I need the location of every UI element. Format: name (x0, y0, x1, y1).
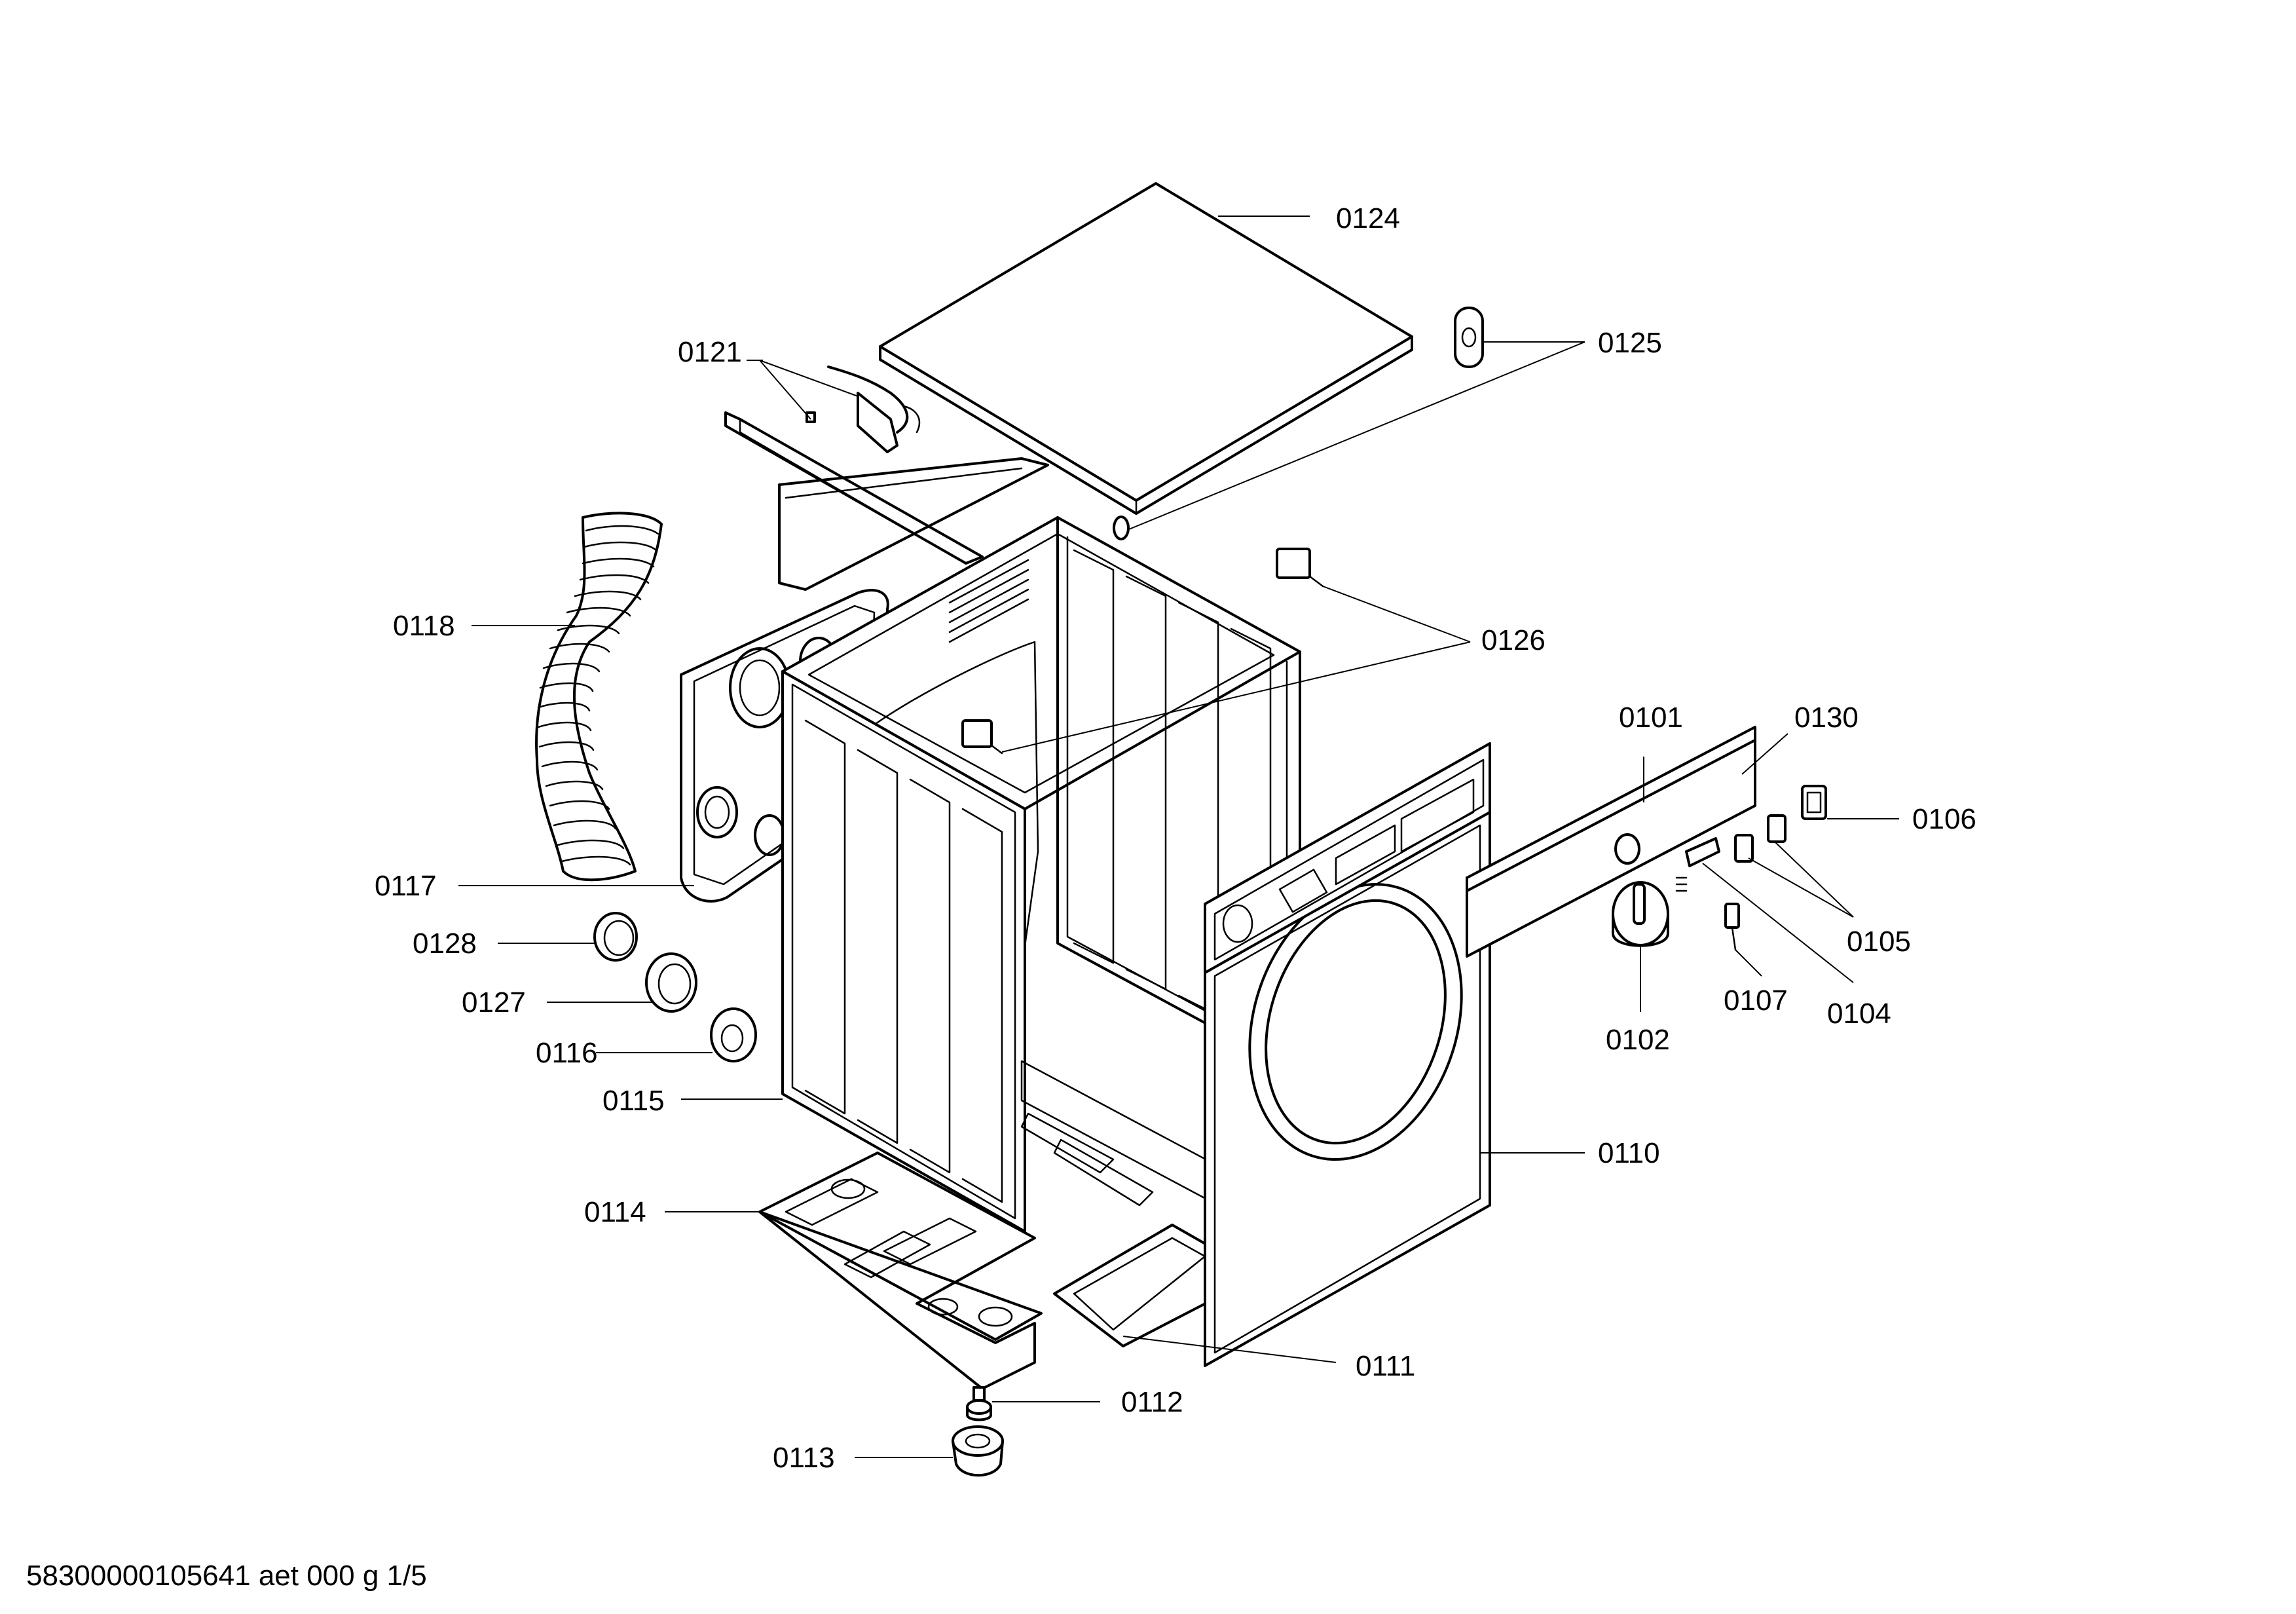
switch-button-part (1734, 814, 1787, 863)
hose-adapter-part (645, 952, 697, 1013)
label-0102: 0102 (1606, 1024, 1670, 1056)
selector-knob-part (1612, 881, 1669, 947)
label-0115: 0115 (602, 1085, 665, 1117)
hose-clamp-part (593, 912, 638, 962)
label-0128: 0128 (413, 928, 477, 960)
label-0117: 0117 (375, 870, 437, 902)
label-0112: 0112 (1121, 1386, 1183, 1418)
label-0118: 0118 (393, 610, 455, 642)
label-0111: 0111 (1356, 1350, 1415, 1382)
exhaust-hose-part (535, 512, 663, 882)
air-insert-part (710, 1007, 757, 1062)
front-panel-part (1204, 742, 1491, 1367)
connector-part (1724, 903, 1740, 951)
label-0130: 0130 (1794, 702, 1859, 734)
top-lid-part (879, 182, 1413, 515)
leader-lines (458, 216, 1899, 1458)
label-0127: 0127 (462, 986, 526, 1019)
label-0116: 0116 (536, 1037, 598, 1069)
display-module-part (1675, 837, 1720, 892)
label-0121: 0121 (678, 336, 742, 368)
label-0104: 0104 (1827, 998, 1891, 1030)
label-0106: 0106 (1912, 803, 1976, 835)
drawing-number-footer: 58300000105641 aet 000 g 1/5 (26, 1560, 427, 1592)
label-0110: 0110 (1598, 1137, 1660, 1169)
label-0107: 0107 (1724, 985, 1788, 1017)
control-panel-fascia-part (1466, 726, 1756, 958)
cap-part (1113, 307, 1484, 540)
wire-harness-part (805, 366, 921, 453)
label-0125: 0125 (1598, 327, 1662, 359)
callout-labels: 0124 0121 0125 0118 0126 0101 0130 0106 … (375, 202, 1976, 1474)
suppressor-part (961, 548, 1324, 755)
label-0124: 0124 (1336, 202, 1400, 235)
label-0126: 0126 (1481, 624, 1546, 656)
rear-rail-part (724, 411, 1049, 591)
side-panel-part (781, 670, 1026, 1233)
adjustable-foot-part (966, 1386, 992, 1421)
kick-plate-part (1053, 1224, 1219, 1347)
label-0105: 0105 (1847, 926, 1911, 958)
label-0114: 0114 (584, 1196, 646, 1228)
foot-cap-part (952, 1425, 1004, 1477)
label-0113: 0113 (773, 1442, 835, 1474)
label-0101: 0101 (1619, 702, 1683, 734)
rocker-switch-part (1801, 785, 1827, 820)
